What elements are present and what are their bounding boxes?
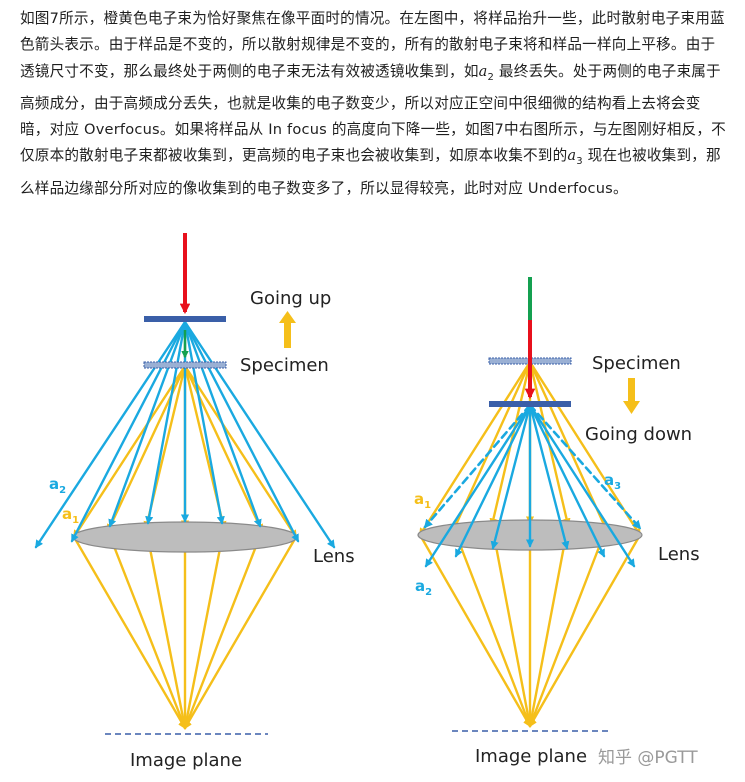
left-specimen-raised xyxy=(144,316,226,322)
right-image-plane-label: Image plane xyxy=(475,746,587,767)
orange-converging-ray xyxy=(183,529,264,730)
orange-scatter-ray xyxy=(183,364,298,539)
left-blue-ray-group xyxy=(34,320,336,549)
blue-scatter-ray xyxy=(490,403,532,550)
right-specimen-label: Specimen xyxy=(592,353,681,374)
left-lens xyxy=(72,521,298,553)
blue-scatter-ray xyxy=(528,403,636,568)
orange-scatter-ray xyxy=(72,364,187,539)
explanation-paragraph: 如图7所示，橙黄色电子束为恰好聚焦在像平面时的情况。在左图中，将样品抬升一些，此… xyxy=(20,6,726,202)
orange-converging-ray xyxy=(182,526,226,730)
blue-scatter-ray xyxy=(34,320,187,549)
right-motion-label: Going down xyxy=(585,424,692,445)
orange-converging-ray xyxy=(528,533,642,728)
blue-scatter-ray xyxy=(424,403,532,568)
blue-scatter-ray xyxy=(183,320,262,528)
left-specimen-label: Specimen xyxy=(240,355,329,376)
paragraph-text-part-2: 最终丢失。处于两侧的电子束属于高频成分，由于高频成分丢失，也就是收集的电子数变少… xyxy=(20,62,726,165)
orange-converging-ray xyxy=(72,535,187,730)
right-panel: Specimen Going down Lens Image plane a1 … xyxy=(414,277,700,767)
blue-a3-dashed-ray xyxy=(423,403,532,529)
orange-converging-ray xyxy=(452,527,532,728)
blue-scatter-ray xyxy=(528,403,570,550)
right-specimen-lowered xyxy=(489,401,571,407)
blue-scatter-ray xyxy=(183,320,225,525)
right-a2-label: a2 xyxy=(415,577,432,598)
blue-scatter-ray xyxy=(528,403,606,558)
orange-converging-ray xyxy=(144,526,188,730)
paragraph-text-part-3: 现在也被收集到，那么样品边缘部分所对应的像收集到的电子数变多了，所以显得较亮，此… xyxy=(20,147,721,197)
orange-scatter-ray xyxy=(418,360,532,537)
left-specimen-original xyxy=(143,361,227,369)
blue-scatter-ray xyxy=(183,320,300,543)
focus-diagram: Going up Specimen Lens Image plane a2 a1… xyxy=(34,233,700,771)
left-up-arrow xyxy=(279,311,296,348)
blue-scatter-ray xyxy=(108,320,187,528)
blue-scatter-ray xyxy=(145,320,187,525)
right-a3-label: a3 xyxy=(604,471,621,492)
math-a3: a3 xyxy=(567,147,583,168)
right-blue-ray-group xyxy=(423,403,642,568)
right-down-arrow xyxy=(623,378,640,414)
left-motion-label: Going up xyxy=(250,288,331,309)
blue-scatter-ray xyxy=(454,403,532,558)
right-a1-label: a1 xyxy=(414,490,431,511)
blue-scatter-ray xyxy=(183,320,336,549)
left-image-plane-label: Image plane xyxy=(130,750,242,771)
blue-scatter-ray xyxy=(70,320,187,543)
paragraph-text-part-1: 如图7所示，橙黄色电子束为恰好聚焦在像平面时的情况。在左图中，将样品抬升一些，此… xyxy=(20,10,725,80)
left-a1-label: a1 xyxy=(62,505,79,526)
orange-converging-ray xyxy=(106,529,187,730)
math-a2: a2 xyxy=(478,62,495,83)
left-a2-label: a2 xyxy=(49,475,66,496)
left-panel: Going up Specimen Lens Image plane a2 a1 xyxy=(34,233,355,771)
orange-converging-ray xyxy=(528,527,608,728)
orange-converging-ray xyxy=(418,533,532,728)
orange-converging-ray xyxy=(490,523,533,728)
orange-converging-ray xyxy=(527,523,570,728)
watermark: 知乎 @PGTT xyxy=(598,748,698,768)
blue-a3-dashed-ray xyxy=(528,403,642,530)
right-lens-label: Lens xyxy=(658,544,700,565)
left-lens-label: Lens xyxy=(313,546,355,567)
orange-converging-ray xyxy=(183,535,298,730)
